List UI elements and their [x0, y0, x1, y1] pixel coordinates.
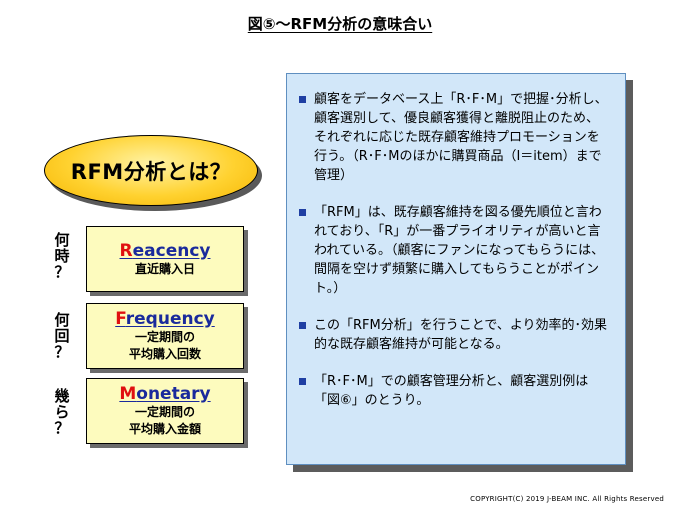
- bullet-text: 顧客をデータベース上「R･F･M」で把握･分析し、顧客選別して、優良顧客獲得と離…: [314, 92, 608, 183]
- box-subtext: 一定期間の: [134, 405, 195, 419]
- question-when: 何 時 ？: [53, 232, 71, 280]
- question-how-much: 幾 ら ？: [53, 388, 71, 436]
- box-body: Reacency 直近購入日: [86, 226, 244, 292]
- heading-rest: onetary: [136, 384, 211, 404]
- page-title: 図⑤～RFM分析の意味合い: [0, 14, 680, 34]
- copyright-notice: COPYRIGHT(C) 2019 J-BEAM INC. All Rights…: [470, 495, 664, 503]
- box-heading: Monetary: [119, 384, 210, 404]
- explanation-panel: 顧客をデータベース上「R･F･M」で把握･分析し、顧客選別して、優良顧客獲得と離…: [286, 73, 626, 465]
- question-char: ？: [54, 343, 70, 361]
- rfm-oval: RFM分析とは？: [44, 135, 262, 211]
- page-title-text: 図⑤～RFM分析の意味合い: [247, 15, 433, 33]
- box-heading: Reacency: [120, 241, 211, 261]
- bullet-item: 「RFM」は、既存顧客維持を図る優先順位と言われており、「R」が一番プライオリテ…: [299, 203, 611, 298]
- question-how-many: 何 回 ？: [53, 312, 71, 360]
- frequency-box: Frequency 一定期間の 平均購入回数: [86, 303, 248, 373]
- bullet-text: 「RFM」は、既存顧客維持を図る優先順位と言われており、「R」が一番プライオリテ…: [314, 205, 605, 296]
- heading-initial: F: [115, 309, 126, 329]
- heading-rest: requency: [125, 309, 215, 329]
- box-subtext: 直近購入日: [134, 261, 195, 276]
- heading-initial: R: [119, 240, 133, 261]
- monetary-box: Monetary 一定期間の 平均購入金額: [86, 378, 248, 448]
- bullet-item: 顧客をデータベース上「R･F･M」で把握･分析し、顧客選別して、優良顧客獲得と離…: [299, 90, 611, 185]
- bullet-text: この「RFM分析」を行うことで、より効率的･効果的な既存顧客維持が可能となる。: [314, 318, 608, 352]
- bullet-text: 「R･F･M」での顧客管理分析と、顧客選別例は「図⑥」のとうり。: [314, 374, 589, 408]
- box-subtext: 平均購入回数: [128, 347, 201, 361]
- question-char: 回: [54, 327, 70, 345]
- box-subtext: 平均購入金額: [128, 422, 201, 436]
- square-bullet-icon: [299, 378, 306, 385]
- square-bullet-icon: [299, 322, 306, 329]
- square-bullet-icon: [299, 209, 306, 216]
- box-heading: Frequency: [115, 309, 215, 329]
- question-char: ら: [54, 403, 70, 421]
- question-char: 時: [54, 247, 70, 265]
- question-char: 何: [54, 231, 70, 249]
- question-char: 幾: [54, 387, 70, 405]
- oval-label: RFM分析とは？: [70, 159, 232, 184]
- question-char: 何: [54, 311, 70, 329]
- bullet-item: この「RFM分析」を行うことで、より効率的･効果的な既存顧客維持が可能となる。: [299, 316, 611, 354]
- question-char: ？: [54, 263, 70, 281]
- heading-rest: eacency: [132, 240, 211, 261]
- bullet-item: 「R･F･M」での顧客管理分析と、顧客選別例は「図⑥」のとうり。: [299, 372, 611, 410]
- box-body: Frequency 一定期間の 平均購入回数: [86, 303, 244, 369]
- heading-initial: M: [119, 384, 137, 404]
- box-body: Monetary 一定期間の 平均購入金額: [86, 378, 244, 444]
- recency-box: Reacency 直近購入日: [86, 226, 248, 296]
- question-char: ？: [54, 419, 70, 437]
- box-subtext: 一定期間の: [134, 330, 195, 344]
- square-bullet-icon: [299, 96, 306, 103]
- oval-shape: RFM分析とは？: [44, 135, 258, 206]
